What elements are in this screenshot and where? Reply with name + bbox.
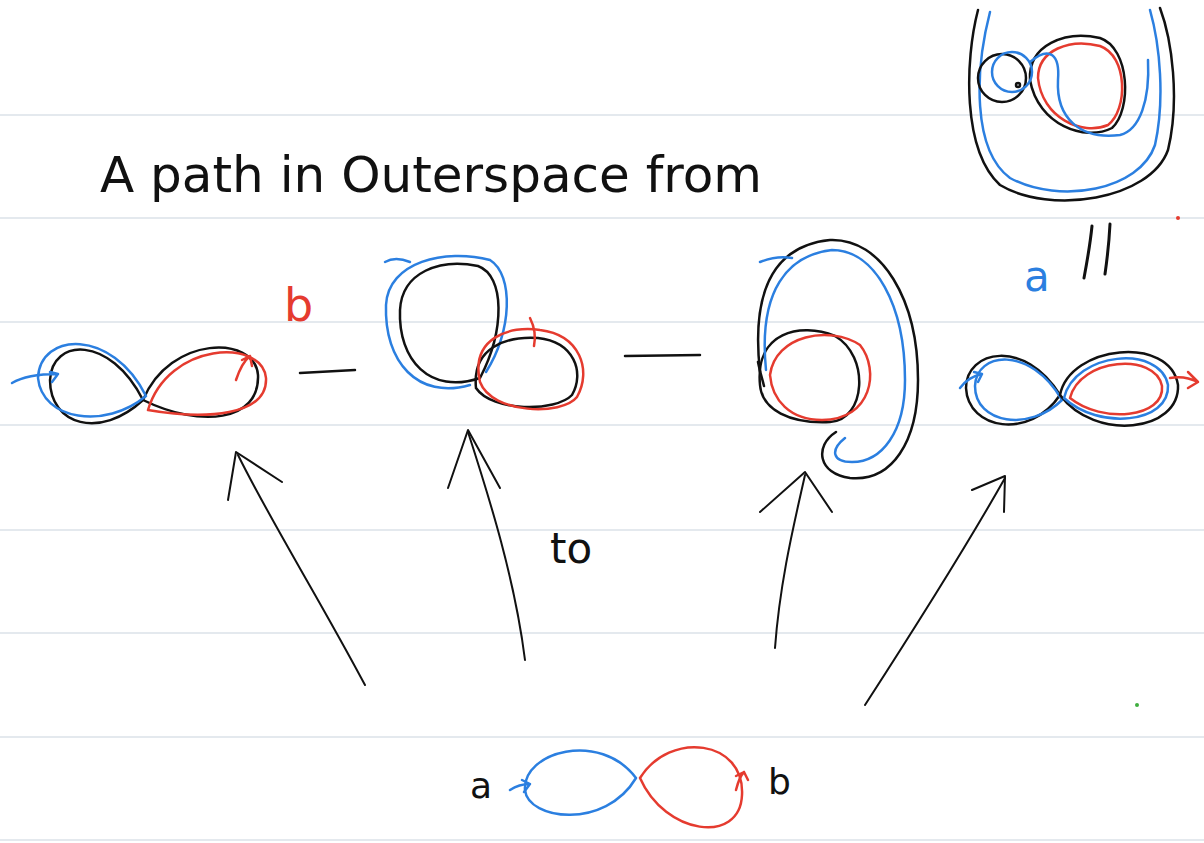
page-title: A path in Outerspace from [100, 150, 762, 200]
edge-label: a [1024, 256, 1050, 298]
note-text: to [550, 528, 592, 570]
ruled-lines [0, 115, 1204, 840]
path-dash [300, 370, 355, 373]
stray-dot [1176, 216, 1180, 220]
equality-sign [1084, 224, 1110, 278]
rose-graph-4 [960, 352, 1198, 426]
edge-label: b [768, 764, 791, 800]
graph-3 [758, 240, 918, 478]
stray-dot [1135, 703, 1139, 707]
graph-top-right [969, 8, 1174, 200]
rose-graph-1 [12, 344, 266, 423]
theta-graph-2 [385, 256, 583, 409]
rose-base [510, 747, 748, 827]
path-dash [625, 355, 700, 356]
map-arrows [228, 430, 1005, 705]
edge-label: b [284, 282, 313, 328]
edge-label: a [470, 768, 492, 804]
